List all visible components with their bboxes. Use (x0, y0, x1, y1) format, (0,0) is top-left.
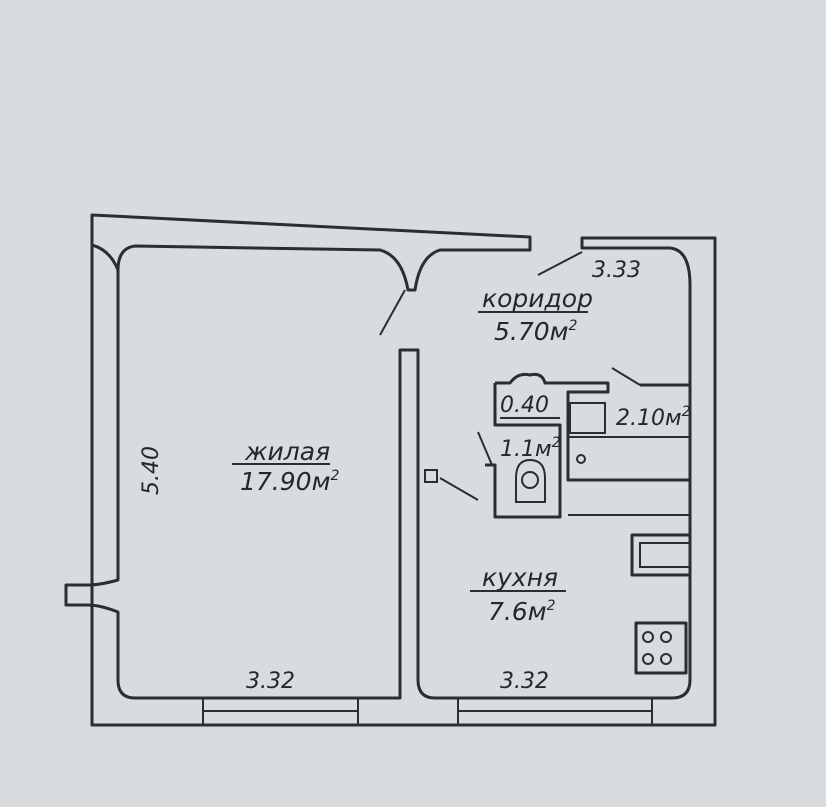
doors (379, 251, 641, 501)
room-name-corridor: коридор (482, 284, 593, 313)
room-area-living: 17.90м2 (240, 467, 339, 496)
bathroom-area: 1.1м2 (500, 435, 561, 462)
bath-area: 2.10м2 (616, 404, 691, 431)
room-name-kitchen: кухня (482, 563, 558, 592)
window-kitchen (457, 697, 653, 726)
toilet-icon (515, 458, 546, 503)
dimension-width-corridor: 3.33 (592, 258, 641, 283)
stove-icon (634, 621, 688, 675)
room-area-kitchen: 7.6м2 (488, 597, 556, 626)
window-living (202, 697, 359, 726)
kitchen-fixtures (630, 533, 692, 675)
room-name-living: жилая (244, 437, 330, 466)
closet-area: 0.40 (500, 393, 549, 418)
sink-icon (569, 402, 606, 434)
bathroom-block (477, 372, 690, 519)
outer-walls (64, 213, 717, 727)
dimension-width-kitchen: 3.32 (500, 669, 549, 694)
room-area-corridor: 5.70м2 (494, 317, 578, 346)
dimension-width-living: 3.32 (246, 669, 295, 694)
dimension-height-left: 5.40 (139, 446, 164, 495)
